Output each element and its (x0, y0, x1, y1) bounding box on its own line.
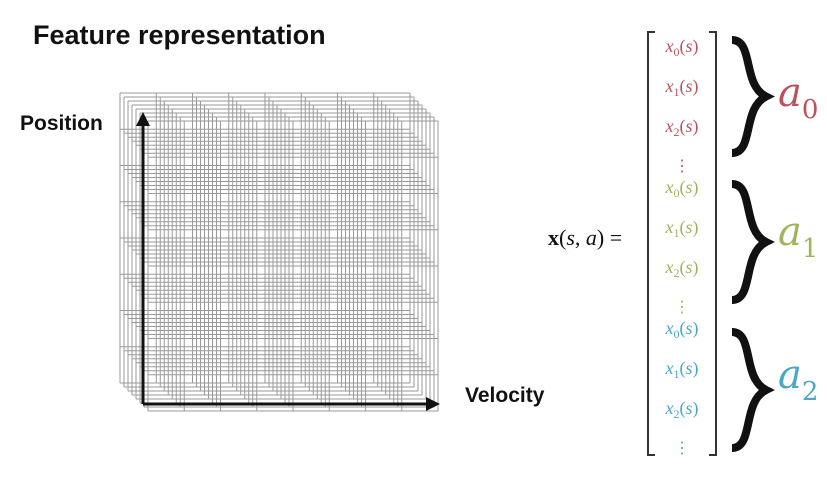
feature-entry: x1(s) (665, 217, 699, 240)
y-axis-arrow-icon (136, 112, 150, 126)
page-title: Feature representation (33, 20, 326, 50)
entry-symbol: x (665, 217, 674, 237)
entry-arg: s (685, 116, 693, 136)
entry-ellipsis: ⋮ (674, 158, 690, 175)
entry-symbol: x (665, 76, 674, 96)
entry-symbol: x (665, 177, 674, 197)
lhs-s: s (566, 225, 575, 250)
entry-arg: s (685, 217, 693, 237)
entry-index: 1 (673, 226, 680, 240)
brace-a1 (731, 180, 775, 304)
lhs-x: x (548, 225, 559, 250)
action-symbol: a (778, 352, 802, 398)
y-axis-label: Position (20, 112, 103, 135)
tiling-layer (139, 112, 431, 404)
feature-entry: x0(s) (665, 318, 699, 341)
left-bracket (647, 31, 655, 456)
entry-index: 1 (673, 85, 680, 99)
entry-index: 1 (673, 367, 680, 381)
action-label-0: a0 (778, 70, 818, 125)
feature-entry: x0(s) (665, 177, 699, 200)
entry-arg: s (685, 358, 693, 378)
feature-entry: x1(s) (665, 358, 699, 381)
entry-symbol: x (665, 36, 674, 56)
feature-vector-lhs: x(s, a) = (548, 225, 623, 250)
lhs-a: a (585, 225, 597, 250)
entry-arg: s (685, 76, 693, 96)
x-axis-label: Velocity (465, 384, 545, 407)
entry-arg: s (685, 398, 693, 418)
entry-arg: s (685, 36, 693, 56)
entry-arg: s (685, 257, 693, 277)
brace-a0 (731, 36, 775, 157)
feature-entry: x2(s) (665, 398, 699, 421)
entry-index: 2 (673, 266, 680, 280)
action-index: 1 (801, 234, 819, 264)
entry-index: 0 (673, 186, 680, 200)
entry-ellipsis: ⋮ (674, 299, 690, 316)
entry-symbol: x (665, 398, 674, 418)
action-index: 0 (801, 95, 819, 125)
entry-index: 0 (673, 45, 680, 59)
entry-arg: s (685, 318, 693, 338)
tiling-layer (147, 120, 439, 412)
brace-a2 (731, 328, 775, 452)
x-axis-arrow-icon (426, 397, 440, 411)
feature-entry: x2(s) (665, 116, 699, 139)
entry-index: 2 (673, 125, 680, 139)
action-label-1: a1 (778, 209, 818, 264)
entry-index: 0 (673, 327, 680, 341)
feature-entry: x0(s) (665, 36, 699, 59)
action-symbol: a (778, 209, 802, 255)
right-bracket (709, 31, 717, 456)
entry-symbol: x (665, 257, 674, 277)
entry-symbol: x (665, 318, 674, 338)
feature-entry: x1(s) (665, 76, 699, 99)
entry-arg: s (685, 177, 693, 197)
entry-index: 2 (673, 407, 680, 421)
action-symbol: a (778, 70, 802, 116)
feature-entry: x2(s) (665, 257, 699, 280)
action-index: 2 (801, 377, 819, 407)
entry-ellipsis: ⋮ (674, 440, 690, 457)
entry-symbol: x (665, 358, 674, 378)
entry-symbol: x (665, 116, 674, 136)
action-label-2: a2 (778, 352, 818, 407)
